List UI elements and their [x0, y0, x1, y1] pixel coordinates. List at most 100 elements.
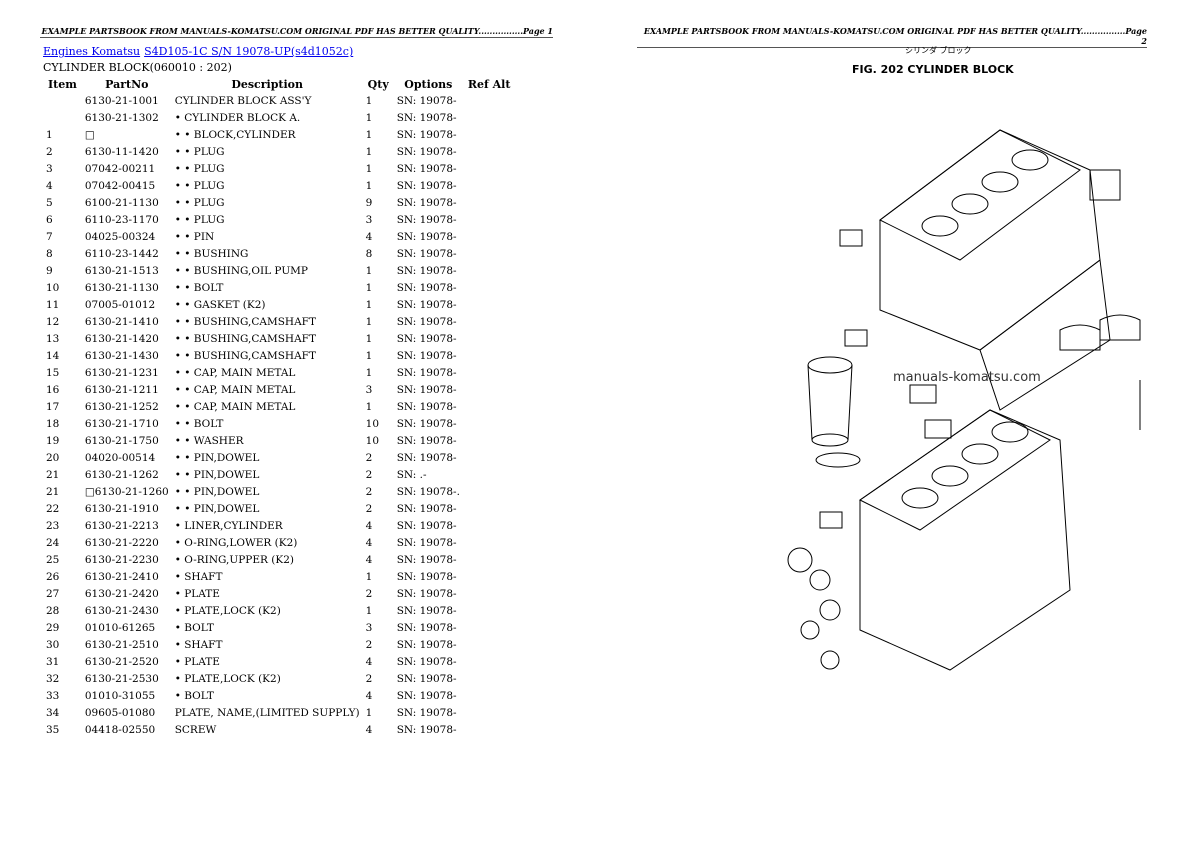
- bushings: [819, 229, 952, 529]
- cell-qty: 1: [365, 604, 373, 617]
- breadcrumb-link-engines[interactable]: Engines Komatsu: [43, 45, 141, 58]
- cell-partno: 6130-21-2420: [84, 587, 159, 600]
- cell-description: PLATE, NAME,(LIMITED SUPPLY): [174, 706, 360, 719]
- cell-partno: □6130-21-1260: [84, 485, 169, 498]
- cell-refalt: [463, 228, 516, 245]
- cell-options: SN: 19078-: [396, 145, 457, 158]
- cell-item: 28: [46, 604, 60, 617]
- cell-description: • • PLUG: [174, 196, 225, 209]
- cell-partno: 6130-21-1420: [84, 332, 159, 345]
- cell-qty: 2: [365, 672, 373, 685]
- cell-qty: 2: [365, 502, 373, 515]
- cell-item: 27: [46, 587, 60, 600]
- cell-item: [43, 109, 82, 126]
- page-header-right: EXAMPLE PARTSBOOK FROM MANUALS-KOMATSU.C…: [637, 26, 1147, 48]
- cell-refalt: [463, 296, 516, 313]
- cell-item: 1: [46, 128, 53, 141]
- cell-partno: 6130-21-1252: [84, 400, 159, 413]
- cell-refalt: [463, 211, 516, 228]
- cell-partno: 6130-21-1410: [84, 315, 159, 328]
- cell-item: 16: [46, 383, 60, 396]
- cell-item: 29: [46, 621, 60, 634]
- col-description: Description: [231, 77, 304, 91]
- cell-item: 14: [46, 349, 60, 362]
- cell-refalt: [463, 687, 516, 704]
- cell-qty: 1: [365, 128, 373, 141]
- cell-options: SN: 19078-: [396, 247, 457, 260]
- cell-qty: 10: [365, 417, 380, 430]
- cell-partno: 01010-31055: [84, 689, 156, 702]
- col-partno: PartNo: [105, 77, 149, 91]
- cell-qty: 1: [365, 264, 373, 277]
- cell-partno: 6130-21-1710: [84, 417, 159, 430]
- cell-description: • • BLOCK,CYLINDER: [174, 128, 296, 141]
- cell-refalt: [463, 585, 516, 602]
- cell-qty: 1: [365, 298, 373, 311]
- breadcrumb-link-model[interactable]: S4D105-1C S/N 19078-UP(s4d1052c): [144, 45, 354, 58]
- col-refalt: Ref Alt: [467, 77, 511, 91]
- cell-options: SN: 19078-: [396, 519, 457, 532]
- cell-refalt: [463, 143, 516, 160]
- parts-table: Item PartNo Description Qty Options Ref …: [43, 76, 515, 738]
- cell-options: SN: 19078-: [396, 196, 457, 209]
- cell-item: 3: [46, 162, 53, 175]
- cell-refalt: [463, 670, 516, 687]
- cell-options: SN: 19078-: [396, 400, 457, 413]
- cell-description: • SHAFT: [174, 570, 223, 583]
- cell-qty: 4: [365, 519, 373, 532]
- cell-qty: 1: [365, 162, 373, 175]
- cell-options: SN: 19078-: [396, 417, 457, 430]
- cell-partno: 04418-02550: [84, 723, 156, 736]
- cell-refalt: [463, 534, 516, 551]
- cell-refalt: [463, 449, 516, 466]
- cell-refalt: [463, 415, 516, 432]
- cell-partno: 01010-61265: [84, 621, 156, 634]
- cell-partno: 6130-21-2520: [84, 655, 159, 668]
- cell-options: SN: 19078-: [396, 298, 457, 311]
- cell-description: • • CAP, MAIN METAL: [174, 366, 296, 379]
- cell-qty: 3: [365, 213, 373, 226]
- cell-item: 4: [46, 179, 53, 192]
- cell-qty: 8: [365, 247, 373, 260]
- cell-item: 35: [46, 723, 60, 736]
- cell-refalt: [463, 636, 516, 653]
- cell-item: 34: [46, 706, 60, 719]
- cell-description: • O-RING,LOWER (K2): [174, 536, 298, 549]
- lower-block: [859, 409, 1071, 671]
- cell-item: 33: [46, 689, 60, 702]
- cell-description: • LINER,CYLINDER: [174, 519, 283, 532]
- cell-description: • PLATE: [174, 655, 220, 668]
- cell-item: 7: [46, 230, 53, 243]
- cell-description: • BOLT: [174, 621, 214, 634]
- cylinder-liner: [807, 356, 861, 468]
- cell-description: • • PIN: [174, 230, 215, 243]
- cell-partno: 04020-00514: [84, 451, 156, 464]
- cell-qty: 1: [365, 332, 373, 345]
- cell-options: SN: 19078-: [396, 655, 457, 668]
- cell-qty: 1: [365, 400, 373, 413]
- cell-item: 20: [46, 451, 60, 464]
- cell-options: SN: 19078-: [396, 706, 457, 719]
- cell-partno: 6130-21-2510: [84, 638, 159, 651]
- cell-description: • • PIN,DOWEL: [174, 468, 260, 481]
- watermark: manuals-komatsu.com: [893, 370, 1041, 385]
- cell-item: 9: [46, 264, 53, 277]
- cell-qty: 2: [365, 587, 373, 600]
- cell-description: • • PIN,DOWEL: [174, 451, 260, 464]
